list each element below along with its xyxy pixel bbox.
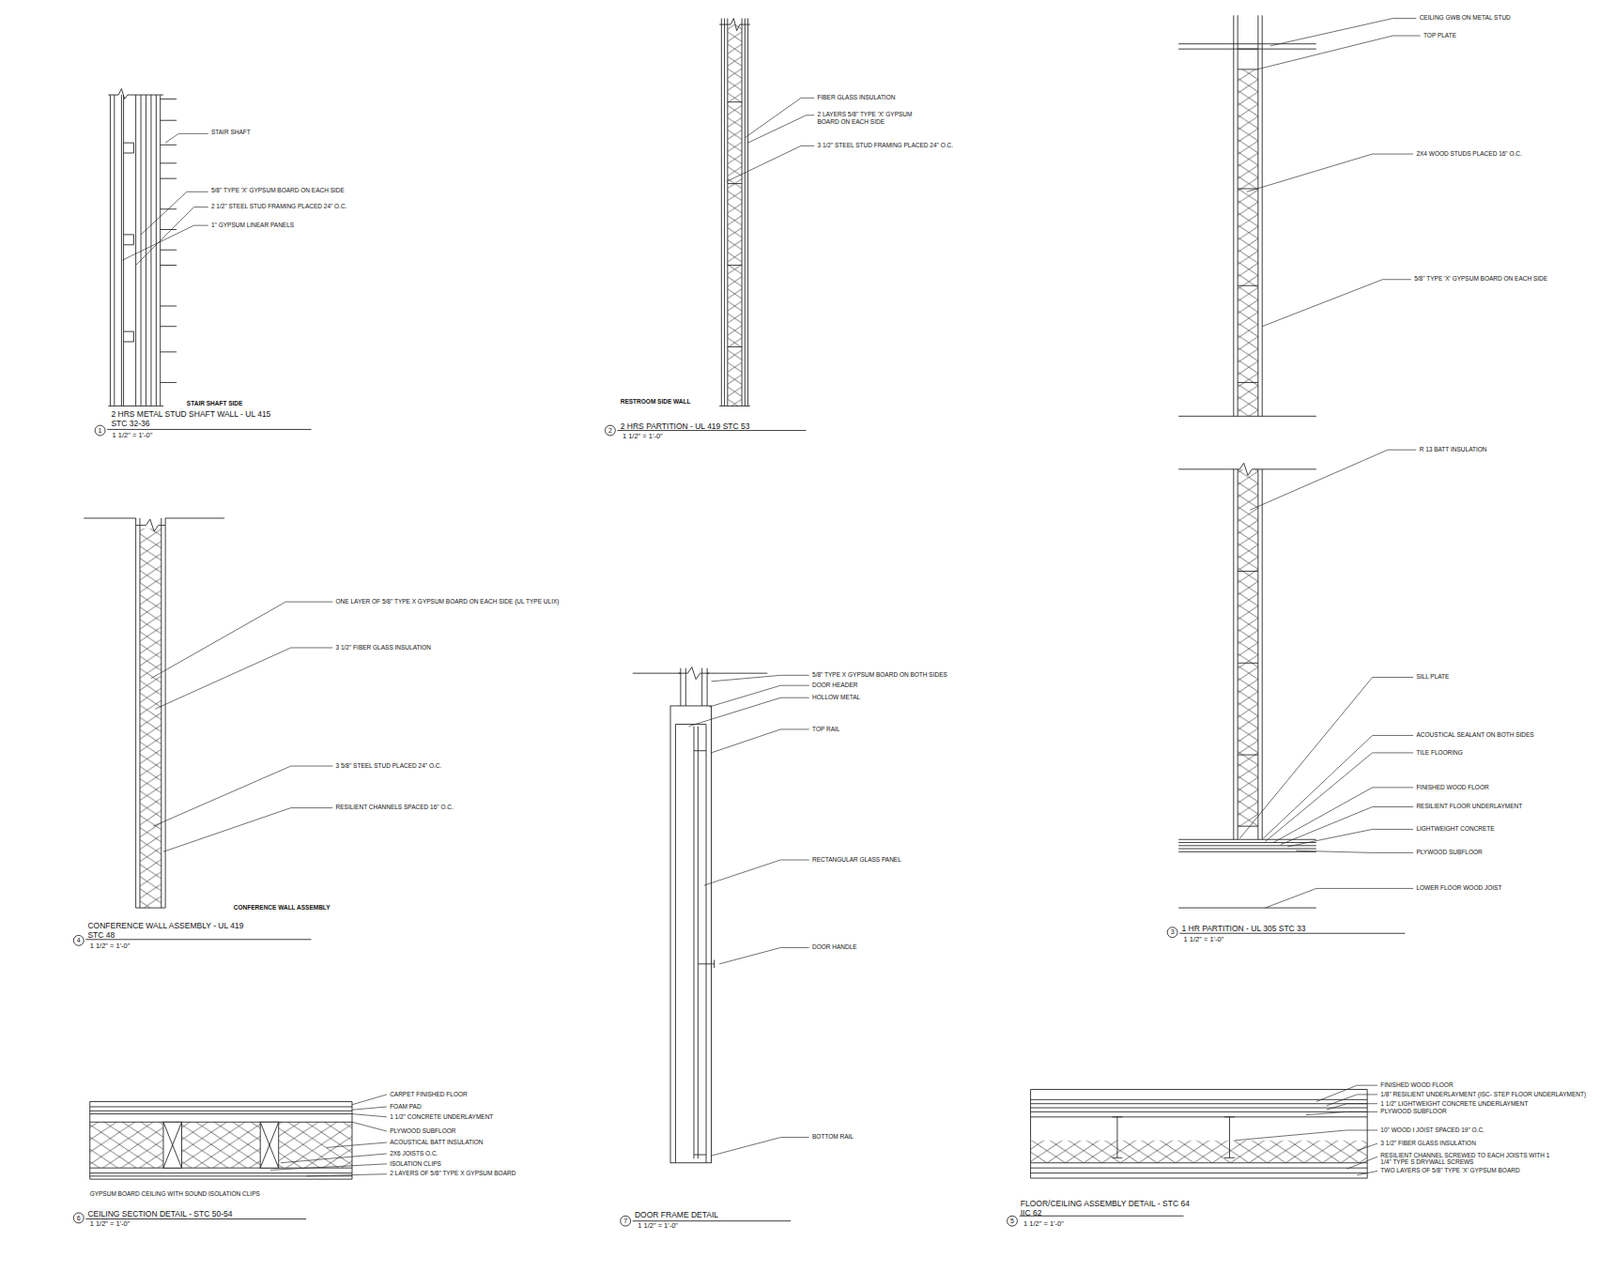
callout-label: TILE FLOORING — [1415, 749, 1462, 756]
callout-label: 2X4 WOOD STUDS PLACED 16" O.C. — [1415, 150, 1522, 157]
callout-label: 3 1/2" FIBER GLASS INSULATION — [336, 644, 432, 651]
callout-label: PLYWOOD SUBFLOOR — [389, 1127, 456, 1135]
callout-label: 1 1/2" = 1'-0" — [90, 942, 131, 952]
callout-label: GYPSUM BOARD CEILING WITH SOUND ISOLATIO… — [90, 1190, 261, 1198]
callout-label: STAIR SHAFT SIDE — [186, 400, 243, 407]
detail-title: DOOR FRAME DETAIL — [634, 1211, 719, 1221]
callout-label: FIBER GLASS INSULATION — [816, 93, 895, 101]
callout-label: 1 1/2" CONCRETE UNDERLAYMENT — [389, 1113, 493, 1121]
callout-label: 1 1/2" = 1'-0" — [1023, 1220, 1064, 1230]
callout-label: HOLLOW METAL — [812, 693, 861, 701]
leader-lines — [122, 18, 1420, 1177]
callout-number: 4 — [76, 937, 81, 945]
callout-label: 1 1/2" = 1'-0" — [112, 431, 154, 441]
callout-label: ONE LAYER OF 5/8" TYPE X GYPSUM BOARD ON… — [336, 598, 560, 605]
callout-label: TOP RAIL — [812, 725, 840, 733]
callout-label: DOOR HANDLE — [812, 943, 858, 951]
door-frame — [632, 667, 768, 1164]
detail-title: 2 HRS PARTITION - UL 419 STC 53 — [620, 422, 751, 432]
callout-label: DOOR HEADER — [812, 681, 858, 689]
callout-label: FOAM PAD — [389, 1103, 421, 1110]
detail-title: 2 HRS METAL STUD SHAFT WALL - UL 415 STC… — [110, 410, 279, 430]
callout-label: CARPET FINISHED FLOOR — [389, 1091, 468, 1098]
detail-title: 1 HR PARTITION - UL 305 STC 33 — [1181, 924, 1306, 935]
callout-label: TWO LAYERS OF 5/8" TYPE 'X' GYPSUM BOARD — [1380, 1167, 1520, 1174]
floor-ceiling-assembly — [1030, 1089, 1369, 1179]
detail-title: CONFERENCE WALL ASSEMBLY - UL 419 STC 48 — [87, 922, 262, 941]
callout-label: RESILIENT FLOOR UNDERLAYMENT — [1415, 802, 1523, 810]
callout-label: FINISHED WOOD FLOOR — [1380, 1081, 1453, 1089]
callout-label: ACOUSTICAL SEALANT ON BOTH SIDES — [1415, 731, 1534, 739]
callout-label: CEILING GWB ON METAL STUD — [1419, 14, 1511, 21]
callout-label: 1 1/2" = 1'-0" — [90, 1220, 131, 1230]
callout-label: 3 5/8" STEEL STUD PLACED 24" O.C. — [336, 762, 443, 770]
callout-label: 10" WOOD I JOIST SPACED 19" O.C. — [1380, 1126, 1485, 1134]
detail-title: FLOOR/CEILING ASSEMBLY DETAIL - STC 64 I… — [1020, 1200, 1195, 1219]
partition-wall — [719, 18, 751, 407]
callout-label: ACOUSTICAL BATT INSULATION — [389, 1138, 483, 1146]
callout-label: 1" GYPSUM LINEAR PANELS — [211, 221, 294, 229]
callout-label: PLYWOOD SUBFLOOR — [1380, 1107, 1447, 1115]
callout-label: LOWER FLOOR WOOD JOIST — [1415, 884, 1502, 892]
callout-label: ISOLATION CLIPS — [389, 1160, 442, 1168]
callout-label: 1/8" RESILIENT UNDERLAYMENT (ISC- STEP F… — [1380, 1091, 1586, 1098]
title-marks — [73, 425, 1405, 1227]
callout-label: RECTANGULAR GLASS PANEL — [812, 856, 902, 863]
callout-label: 1 1/2" = 1'-0" — [622, 432, 663, 442]
callout-number: 6 — [76, 1215, 81, 1223]
callout-label: 1 1/2" LIGHTWEIGHT CONCRETE UNDERLAYMENT — [1380, 1100, 1528, 1108]
callout-label: 3 1/2" FIBER GLASS INSULATION — [1380, 1139, 1477, 1147]
callout-label: CONFERENCE WALL ASSEMBLY — [233, 904, 331, 911]
callout-label: STAIR SHAFT — [211, 128, 251, 136]
callout-label: 3 1/2" STEEL STUD FRAMING PLACED 24" O.C… — [816, 141, 954, 149]
callout-number: 1 — [98, 427, 103, 435]
callout-label: 1 1/2" = 1'-0" — [637, 1222, 678, 1231]
callout-label: RESTROOM SIDE WALL — [620, 398, 692, 405]
callout-label: 2 LAYERS 5/8" TYPE 'X' GYPSUM BOARD ON E… — [816, 110, 930, 125]
callout-label: 5/8" TYPE 'X' GYPSUM BOARD ON EACH SIDE — [1414, 275, 1548, 282]
callout-number: 7 — [623, 1217, 628, 1226]
callout-label: RESILIENT CHANNEL SCREWED TO EACH JOISTS… — [1380, 1152, 1559, 1167]
callout-label: LIGHTWEIGHT CONCRETE — [1415, 825, 1494, 832]
callout-label: 1 1/2" = 1'-0" — [1184, 936, 1225, 945]
callout-label: FINISHED WOOD FLOOR — [1415, 784, 1489, 791]
shaft-wall — [107, 89, 177, 407]
callout-label: PLYWOOD SUBFLOOR — [1415, 848, 1482, 856]
callout-label: TOP PLATE — [1423, 31, 1457, 39]
detail-title: CEILING SECTION DETAIL - STC 50-54 — [87, 1210, 232, 1220]
callout-label: 2 LAYERS OF 5/8" TYPE X GYPSUM BOARD — [389, 1169, 516, 1177]
conference-wall — [83, 518, 225, 908]
callout-label: 5/8" TYPE 'X' GYPSUM BOARD ON EACH SIDE — [211, 186, 345, 194]
callout-label: 2X6 JOISTS O.C. — [389, 1150, 438, 1157]
callout-number: 5 — [1010, 1217, 1015, 1226]
callout-label: BOTTOM RAIL — [812, 1133, 854, 1140]
wood-partition — [1178, 15, 1317, 908]
callout-number: 3 — [1170, 928, 1175, 937]
callout-label: 5/8" TYPE X GYPSUM BOARD ON BOTH SIDES — [812, 671, 948, 678]
callout-label: 2 1/2" STEEL STUD FRAMING PLACED 24" O.C… — [211, 202, 348, 210]
callout-label: R 13 BATT INSULATION — [1419, 446, 1488, 453]
callout-number: 2 — [608, 427, 613, 435]
callout-label: RESILIENT CHANNELS SPACED 16" O.C. — [336, 803, 454, 811]
callout-label: SILL PLATE — [1415, 673, 1449, 680]
